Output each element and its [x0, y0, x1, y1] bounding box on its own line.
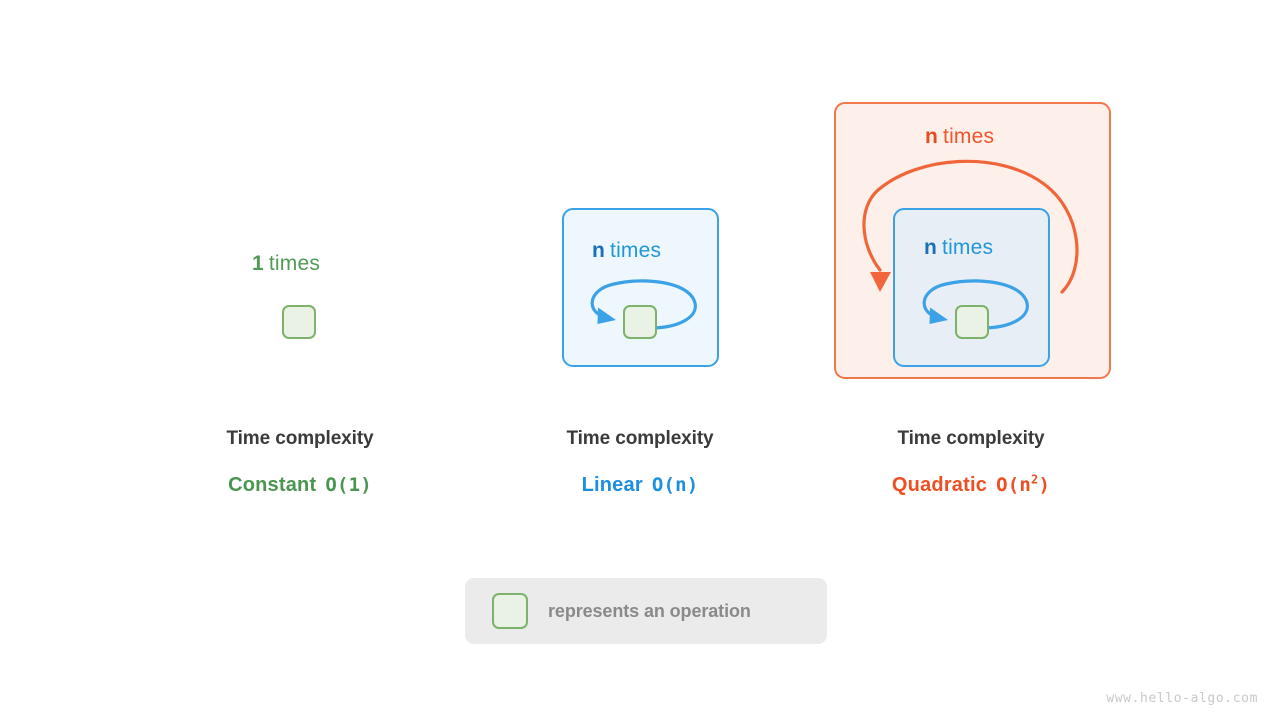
caption-linear: Time complexity Linear O(n) [490, 428, 790, 497]
caption-value: Linear O(n) [490, 474, 790, 497]
quadratic-outer-times-count: n [925, 125, 939, 148]
big-o-exponent: 2 [1031, 472, 1039, 487]
quadratic-inner-times-count: n [924, 236, 938, 259]
linear-times-word: times [610, 239, 662, 262]
constant-times-count: 1 [252, 252, 264, 275]
operation-square [282, 305, 316, 339]
caption-title: Time complexity [226, 428, 374, 449]
constant-times-word: times [268, 252, 321, 275]
complexity-name: Constant [228, 474, 317, 496]
linear-times-count: n [592, 239, 606, 262]
caption-constant: Time complexity Constant O(1) [150, 428, 450, 497]
watermark-url: www.hello-algo.com [1106, 691, 1258, 706]
caption-title: Time complexity [897, 428, 1045, 449]
complexity-name: Linear [581, 474, 643, 496]
caption-quadratic: Time complexity Quadratic O(n2) [821, 428, 1121, 497]
quadratic-inner-times-word: times [942, 236, 994, 259]
quadratic-inner-loop-box [893, 208, 1050, 367]
operation-square [623, 305, 657, 339]
big-o-notation: O(1) [325, 474, 372, 496]
legend-box: represents an operation [465, 578, 827, 644]
operation-square [955, 305, 989, 339]
caption-value: Quadratic O(n2) [821, 474, 1121, 497]
big-o-suffix: ) [1038, 474, 1051, 496]
quadratic-outer-times-word: times [943, 125, 995, 148]
big-o-notation: O(n) [651, 474, 699, 496]
big-o-prefix: O(n [996, 474, 1031, 496]
big-o-notation: O(n2) [996, 474, 1050, 496]
legend-operation-square [492, 593, 528, 629]
caption-value: Constant O(1) [150, 474, 450, 497]
caption-title: Time complexity [566, 428, 714, 449]
complexity-name: Quadratic [891, 474, 988, 496]
legend-label: represents an operation [548, 600, 751, 621]
